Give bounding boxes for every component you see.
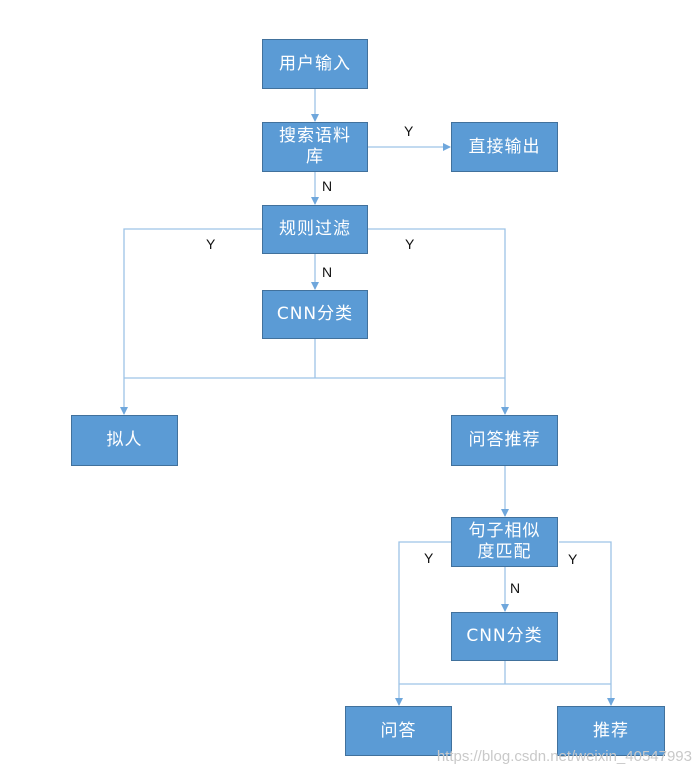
node-cnn-classify-1: CNN分类	[262, 290, 368, 339]
watermark-text: https://blog.csdn.net/weixin_40547993	[436, 748, 692, 765]
edge-label-search-to-output: Y	[404, 123, 414, 139]
node-direct-output-label: 直接输出	[468, 136, 541, 157]
edge-label-filter-right: Y	[405, 236, 415, 252]
node-persona: 拟人	[71, 415, 178, 466]
node-search-corpus-label-line2: 库	[306, 147, 324, 167]
node-sentence-similarity: 句子相似 度匹配	[451, 517, 558, 567]
node-persona-label: 拟人	[106, 430, 143, 450]
node-qa: 问答	[345, 706, 452, 756]
node-qa-recommend-label: 问答推荐	[468, 430, 541, 450]
node-qa-recommend: 问答推荐	[451, 415, 558, 466]
edge-label-similarity-left: Y	[424, 550, 434, 566]
edge-label-filter-to-cnn: N	[322, 264, 333, 280]
node-cnn-classify-1-label: CNN分类	[276, 304, 354, 324]
edge-similarity-to-recommend	[559, 541, 615, 706]
node-recommend: 推荐	[557, 706, 665, 756]
edge-label-similarity-right: Y	[568, 551, 578, 567]
edge-label-filter-left: Y	[206, 236, 216, 252]
node-rule-filter-label: 规则过滤	[279, 219, 351, 239]
node-cnn-classify-2: CNN分类	[451, 612, 558, 661]
node-user-input-label: 用户输入	[279, 53, 351, 74]
edge-filter-to-qa-recommend	[368, 228, 509, 415]
edge-label-similarity-to-cnn: N	[510, 580, 521, 596]
node-sentence-similarity-label-line2: 度匹配	[477, 542, 532, 562]
node-search-corpus: 搜索语料 库	[262, 122, 368, 172]
node-rule-filter: 规则过滤	[262, 205, 368, 254]
edge-label-search-to-filter: N	[322, 178, 333, 194]
node-cnn-classify-2-label: CNN分类	[466, 626, 543, 646]
node-qa-label: 问答	[380, 720, 417, 741]
edge-filter-to-persona	[120, 228, 262, 415]
node-recommend-label: 推荐	[593, 720, 629, 741]
node-user-input: 用户输入	[262, 39, 368, 89]
edge-similarity-to-qa	[395, 541, 451, 706]
node-search-corpus-label-line1: 搜索语料	[279, 126, 351, 146]
node-sentence-similarity-label-line1: 句子相似	[468, 521, 541, 541]
node-direct-output: 直接输出	[451, 122, 558, 172]
